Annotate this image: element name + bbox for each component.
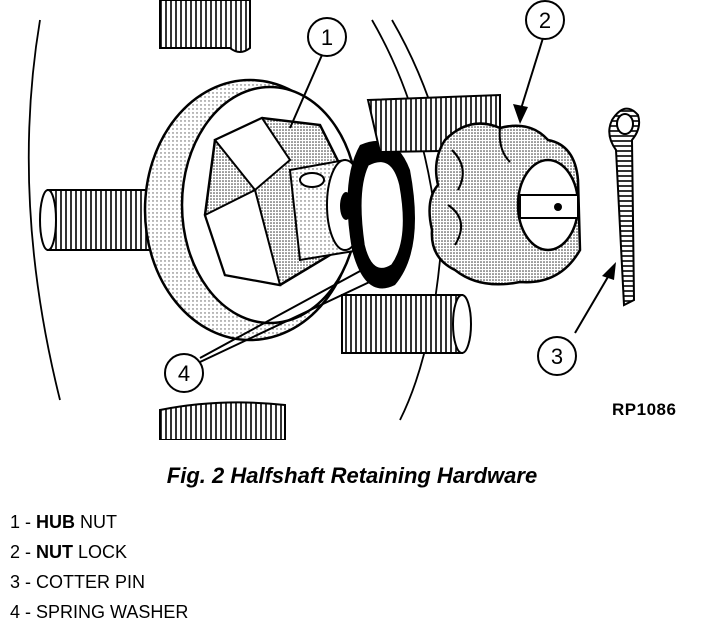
legend-bold: HUB	[36, 512, 76, 532]
wheel-stud-lower-right	[341, 294, 472, 354]
legend-bold: NUT	[36, 542, 74, 562]
figure-reference-code: RP1086	[612, 400, 677, 419]
legend-rest: COTTER PIN	[36, 572, 146, 592]
legend-prefix: 4 -	[10, 602, 37, 622]
arrowhead-2	[513, 104, 528, 124]
nut-lock	[428, 122, 582, 286]
cotter-pin	[608, 107, 641, 307]
arrowhead-3	[602, 262, 616, 280]
callout-1: 1	[307, 17, 347, 57]
legend-item-spring-washer: 4 - SPRING WASHER	[10, 597, 188, 627]
callout-4-label: 4	[178, 361, 190, 386]
callout-2-label: 2	[539, 8, 551, 33]
legend-prefix: 2 -	[10, 542, 37, 562]
callout-2: 2	[525, 0, 565, 40]
spring-washer	[347, 140, 415, 289]
legend-prefix: 1 -	[10, 512, 37, 532]
figure-caption: Fig. 2 Halfshaft Retaining Hardware	[166, 463, 538, 488]
legend-rest: LOCK	[73, 542, 128, 562]
legend-item-cotter-pin: 3 - COTTER PIN	[10, 567, 188, 597]
legend: 1 - HUB NUT 2 - NUT LOCK 3 - COTTER PIN …	[10, 507, 188, 627]
legend-rest: SPRING WASHER	[36, 602, 189, 622]
wheel-stud-bottom	[159, 401, 286, 440]
legend-item-nut-lock: 2 - NUT LOCK	[10, 537, 188, 567]
legend-prefix: 3 -	[10, 572, 37, 592]
legend-item-hub-nut: 1 - HUB NUT	[10, 507, 188, 537]
callout-1-label: 1	[321, 25, 333, 50]
halfshaft-hardware-illustration: 1 2 3 4	[27, 0, 641, 440]
legend-rest: NUT	[75, 512, 118, 532]
callout-4: 4	[164, 353, 204, 393]
callout-3: 3	[537, 336, 577, 376]
callout-3-label: 3	[551, 344, 563, 369]
leader-lines	[199, 37, 613, 363]
wheel-stud-top-left	[159, 0, 251, 53]
